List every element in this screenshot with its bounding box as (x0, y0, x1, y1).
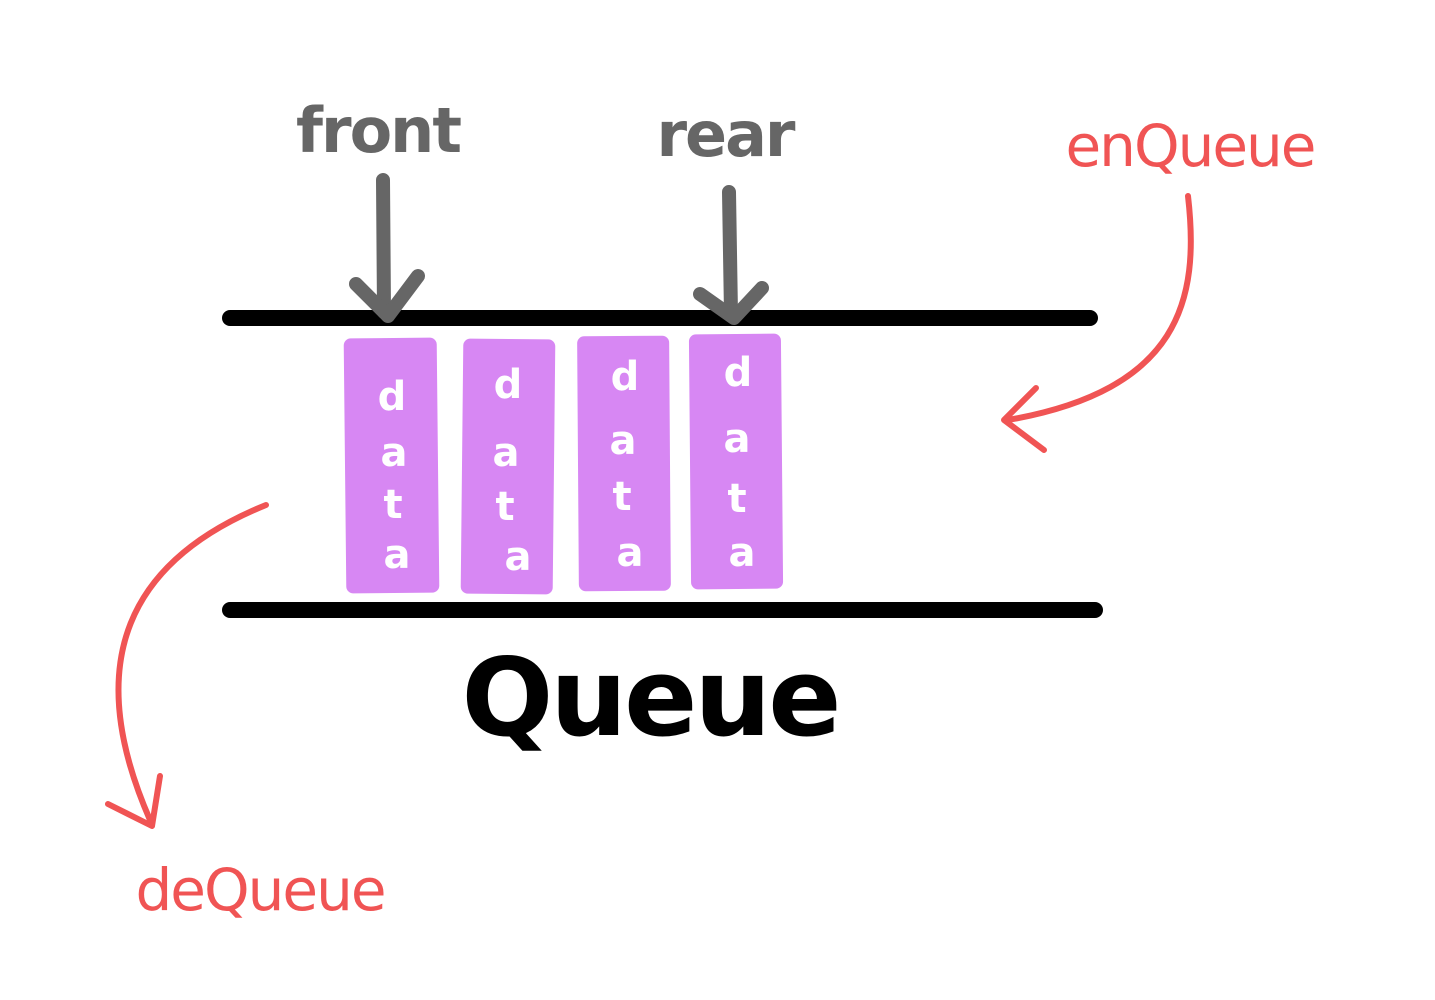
rear-pointer-label: rear (656, 98, 795, 171)
cell-letter: d (724, 350, 753, 396)
cell-box (577, 335, 671, 592)
cell-letter: a (505, 534, 532, 580)
front-pointer-label: front (296, 94, 461, 167)
cell-letter: a (493, 430, 520, 476)
cell-box (688, 333, 784, 590)
cell-letter: t (495, 484, 514, 530)
cell-letter: t (727, 476, 746, 522)
cell-letter: d (611, 354, 640, 400)
cell-letter: a (384, 532, 411, 578)
cell-letter: d (494, 362, 523, 408)
cell-letter: t (612, 474, 631, 520)
front-arrow-icon (349, 173, 425, 323)
enqueue-arrow-icon (1001, 193, 1194, 453)
cell-box (343, 337, 440, 594)
dequeue-arrow-icon (105, 502, 269, 829)
queue-cell: d a t a (460, 338, 556, 595)
cell-letter: d (378, 374, 407, 420)
rear-arrow-icon (693, 185, 769, 325)
queue-cells: d a t a d a t a d a t a d a t a (343, 333, 784, 595)
cell-box (460, 338, 556, 595)
cell-letter: a (729, 530, 756, 576)
cell-letter: a (724, 416, 751, 462)
cell-letter: a (381, 430, 408, 476)
cell-letter: a (610, 418, 637, 464)
cell-letter: a (617, 530, 644, 576)
queue-title: Queue (461, 636, 838, 761)
cell-letter: t (383, 482, 402, 528)
enqueue-label: enQueue (1066, 112, 1315, 180)
dequeue-label: deQueue (135, 856, 384, 924)
queue-cell: d a t a (577, 335, 671, 592)
queue-cell: d a t a (343, 337, 440, 594)
queue-cell: d a t a (688, 333, 784, 590)
